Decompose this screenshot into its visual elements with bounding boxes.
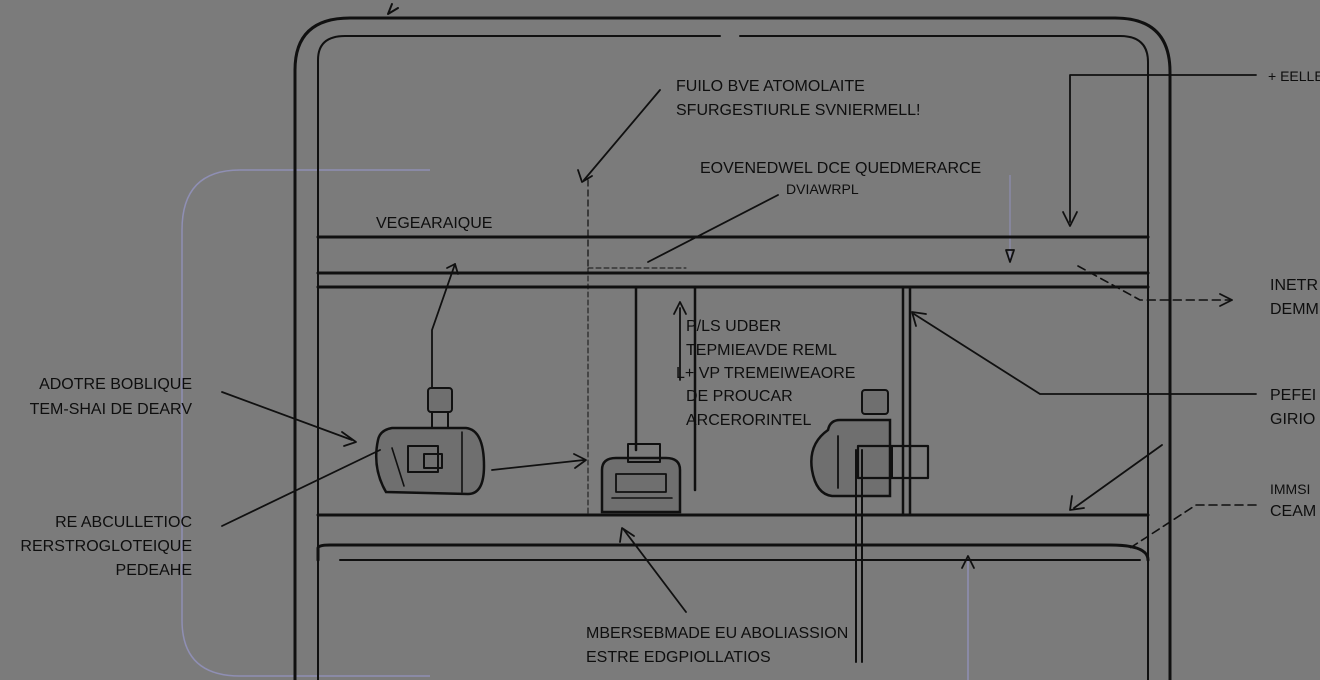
right-label-3-line-2: GIRIO bbox=[1270, 411, 1315, 428]
center-label-line-5: ARCERORINTEL bbox=[686, 412, 811, 429]
arrowhead-left-motor-up bbox=[446, 263, 459, 275]
leader-left-low bbox=[221, 449, 381, 527]
arrowhead-right-2 bbox=[1219, 293, 1233, 307]
arrowhead-center-label bbox=[673, 301, 687, 315]
leader-bottom bbox=[623, 529, 687, 613]
right-label-2-line-2: DEMM bbox=[1270, 301, 1319, 318]
arrowhead-bottom-ghost bbox=[961, 555, 975, 569]
leader-lines bbox=[221, 74, 1257, 613]
arrowhead-left-mid bbox=[341, 431, 357, 447]
center-dashed-box bbox=[587, 267, 687, 516]
right-label-4-line-2: CEAM bbox=[1270, 503, 1316, 520]
left-top-label: VEGEARAIQUE bbox=[376, 215, 492, 232]
leader-right-2 bbox=[1077, 265, 1233, 301]
arrowhead-upper-ghost bbox=[1005, 249, 1015, 263]
left-low-label-line-1: RE ABCULLETIOC bbox=[55, 514, 192, 531]
leader-subtitle bbox=[647, 194, 779, 263]
center-label-line-4: DE PROUCAR bbox=[686, 388, 793, 405]
arrowhead-right-shelf bbox=[1069, 495, 1085, 511]
left-mid-label-line-2: TEM-SHAI DE DEARV bbox=[30, 401, 193, 418]
left-motor-housing bbox=[407, 445, 439, 473]
top-arrow-tick bbox=[387, 3, 399, 15]
subtitle-line-2: DVIAWRPL bbox=[786, 181, 859, 197]
right-label-1: + EELLE bbox=[1268, 68, 1320, 84]
leader-right-shelf bbox=[1073, 444, 1163, 509]
subtitle-line-1: EOVENEDWEL DCE QUEDMERARCE bbox=[700, 160, 981, 177]
right-label-2-line-1: INETR bbox=[1270, 277, 1318, 294]
center-label-line-2: TEPMIEAVDE REML bbox=[686, 342, 837, 359]
left-motor-body bbox=[375, 426, 486, 496]
right-motor-cap bbox=[861, 389, 889, 415]
center-label-line-3: L+ VP TREMEIWEAORE bbox=[676, 365, 855, 382]
right-motor-body bbox=[810, 418, 892, 498]
center-motor-body bbox=[600, 456, 682, 514]
outer-cabinet-frame bbox=[293, 16, 1172, 680]
left-motor-cap bbox=[427, 387, 453, 413]
right-label-4-line-1: IMMSI bbox=[1270, 481, 1310, 497]
arrowhead-title bbox=[577, 169, 593, 183]
arrowhead-bottom bbox=[619, 527, 635, 543]
title-line-1: FUILO BVE ATOMOLAITE bbox=[676, 78, 865, 95]
arrowhead-motor-link bbox=[573, 453, 587, 469]
leader-title bbox=[583, 89, 661, 181]
leader-right-3 bbox=[913, 313, 1257, 395]
left-mid-label-line-1: ADOTRE BOBLIQUE bbox=[39, 376, 192, 393]
bottom-label-line-2: ESTRE EDGPIOLLATIOS bbox=[586, 649, 771, 666]
arrowhead-right-1 bbox=[1062, 211, 1078, 227]
right-label-3-line-1: PEFEI bbox=[1270, 387, 1316, 404]
center-motor-top bbox=[627, 443, 661, 463]
inner-cabinet-frame bbox=[317, 35, 1149, 680]
leader-left-mid bbox=[221, 391, 353, 441]
leader-right-4 bbox=[1129, 504, 1257, 549]
lower-drawer-top bbox=[316, 543, 1150, 562]
title-line-2: SFURGESTIURLE SVNIERMELL! bbox=[676, 102, 921, 119]
center-motor-assembly bbox=[600, 443, 682, 514]
arrowhead-right-3 bbox=[911, 311, 927, 327]
bottom-label-line-1: MBERSEBMADE EU ABOLIASSION bbox=[586, 625, 848, 642]
right-motor-assembly bbox=[810, 389, 930, 663]
center-label-line-1: P/LS UDBER bbox=[686, 318, 781, 335]
left-low-label-line-2: RERSTROGLOTEIQUE bbox=[20, 538, 192, 555]
left-motor-assembly bbox=[375, 387, 486, 496]
leader-left-motor-up bbox=[431, 263, 456, 389]
left-low-label-line-3: PEDEAHE bbox=[116, 562, 192, 579]
left-ghost-bracket bbox=[181, 169, 430, 677]
leader-motor-link bbox=[491, 459, 585, 471]
leader-right-1 bbox=[1069, 74, 1257, 223]
